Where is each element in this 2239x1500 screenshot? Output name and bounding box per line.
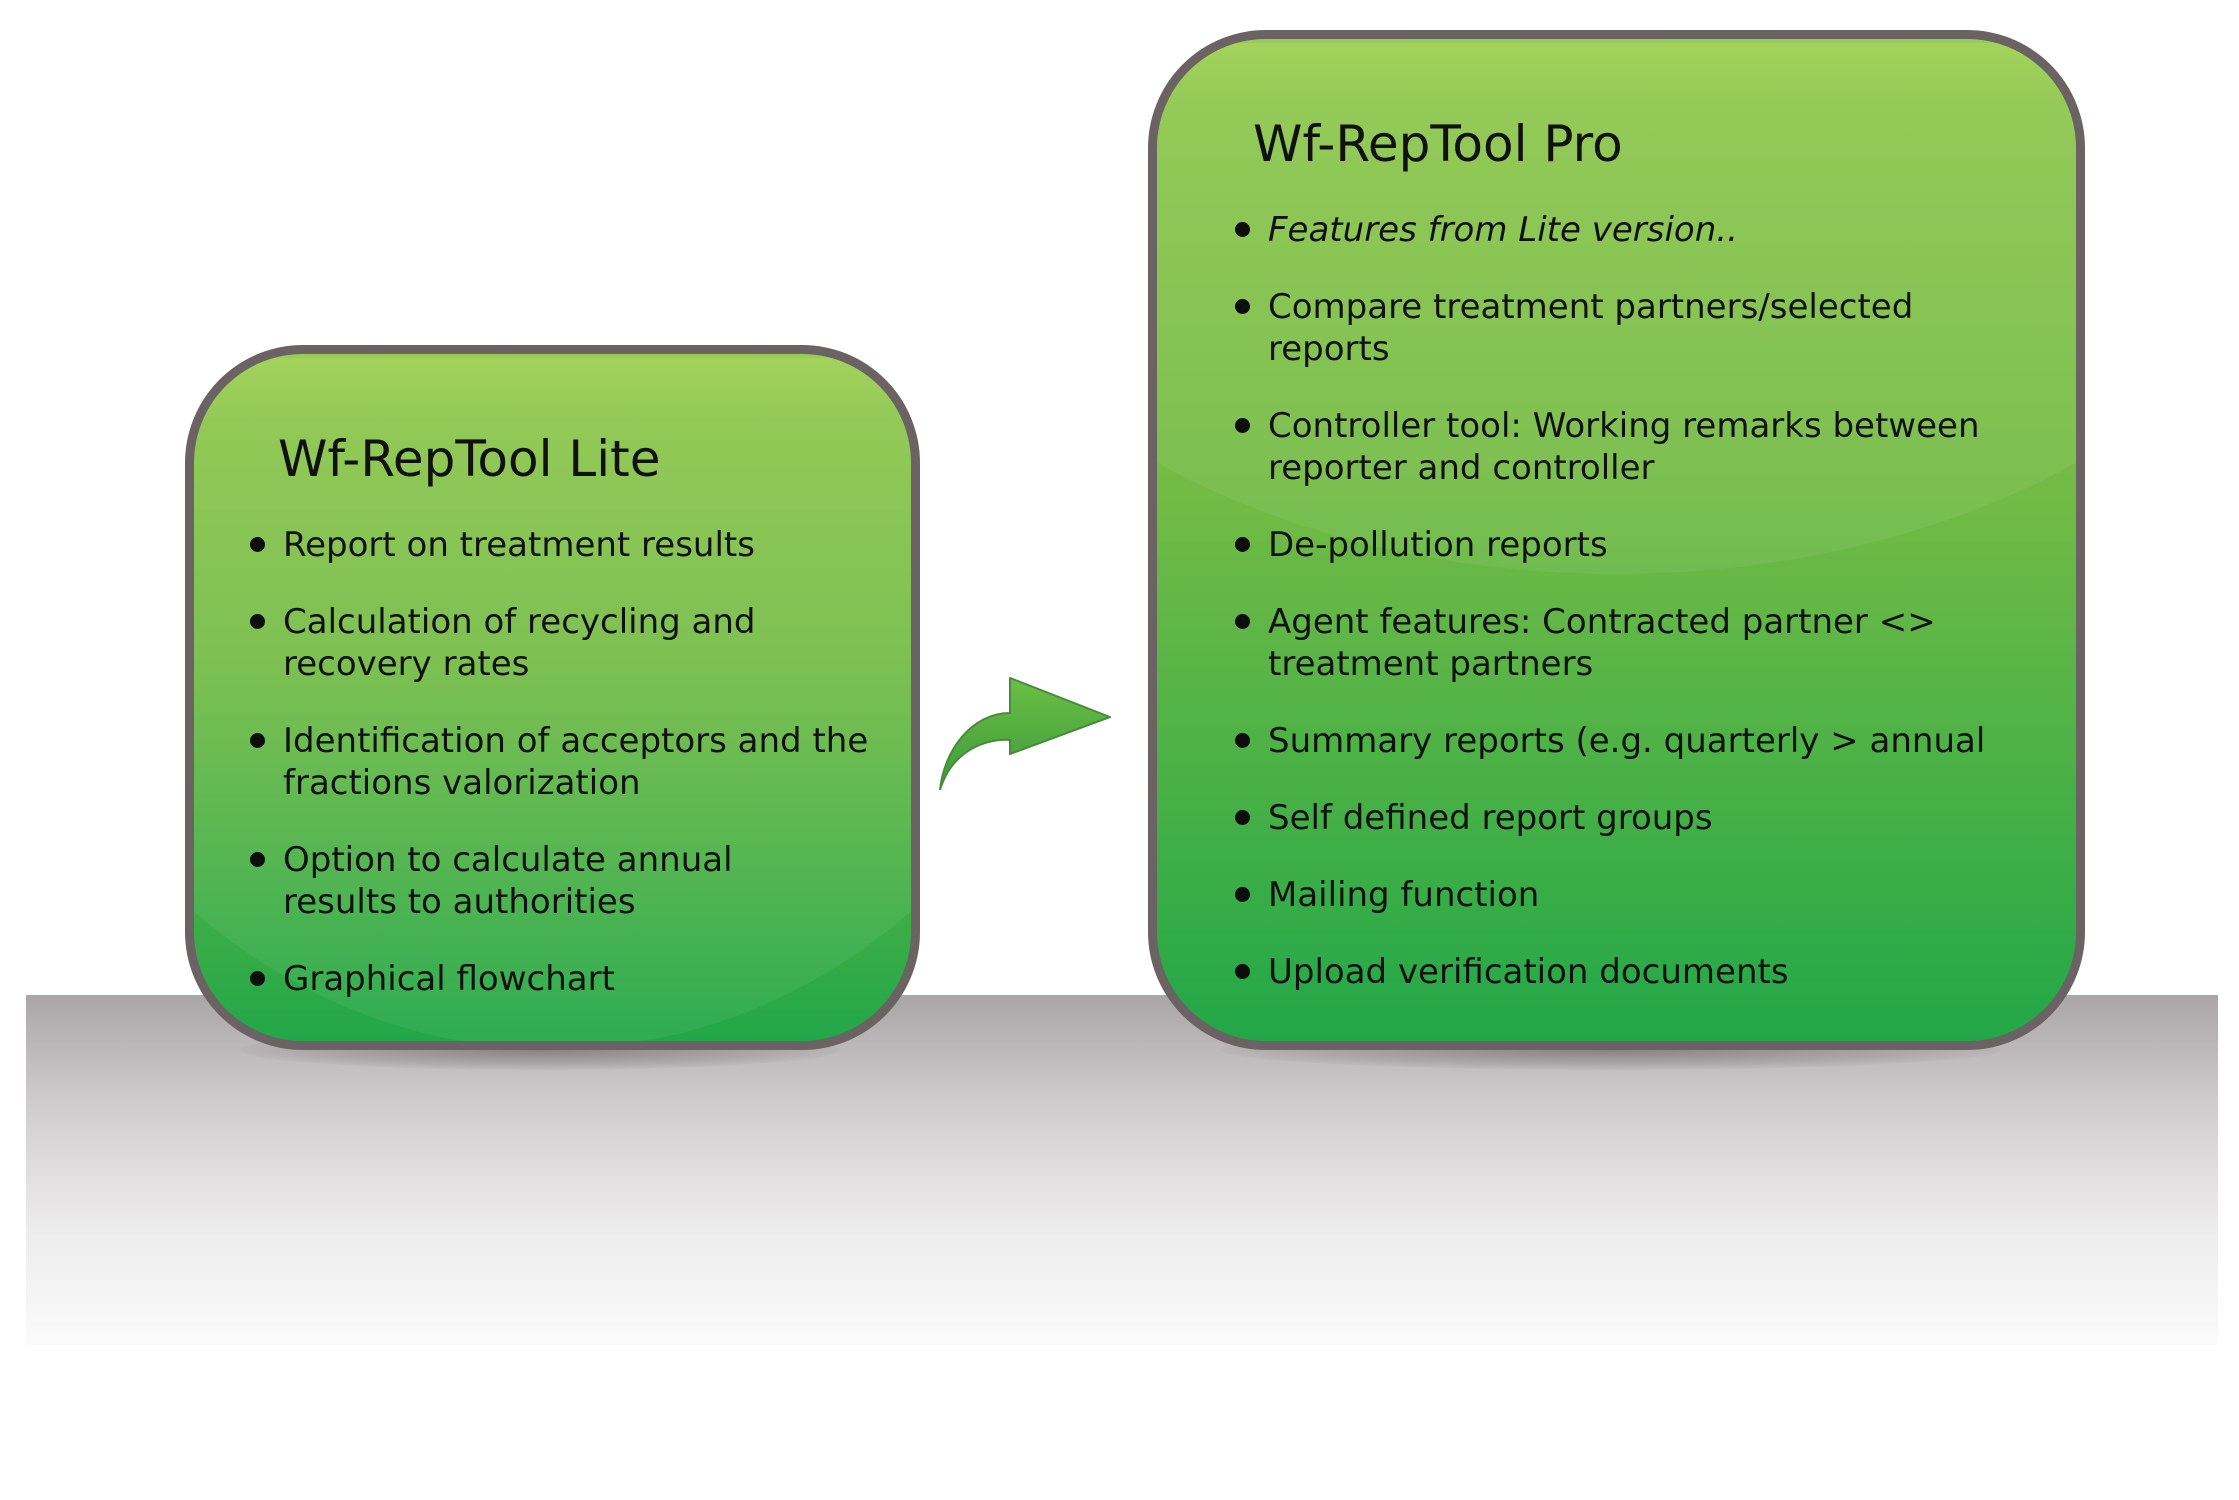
pro-feature-item: Controller tool: Working remarks between… bbox=[1235, 405, 2076, 489]
pro-feature-text: Agent features: Contracted partner <> tr… bbox=[1268, 602, 1936, 684]
bullet-icon bbox=[250, 971, 265, 986]
lite-feature-item: Graphical flowchart bbox=[250, 958, 900, 1000]
bullet-icon bbox=[250, 614, 265, 629]
bullet-icon bbox=[1235, 614, 1250, 629]
curved-right-arrow-icon bbox=[939, 677, 1111, 790]
bullet-icon bbox=[1235, 810, 1250, 825]
pro-feature-list: Features from Lite version.. Compare tre… bbox=[1235, 209, 2076, 1028]
pro-feature-text: Summary reports (e.g. quarterly > annual bbox=[1268, 721, 1986, 761]
lite-feature-item: Calculation of recycling and recovery ra… bbox=[250, 601, 803, 685]
bullet-icon bbox=[250, 537, 265, 552]
bullet-icon bbox=[1235, 537, 1250, 552]
lite-feature-text: Option to calculate annual results to au… bbox=[283, 840, 733, 922]
pro-title: Wf-RepTool Pro bbox=[1253, 115, 1623, 173]
pro-feature-item: Features from Lite version.. bbox=[1235, 209, 2076, 251]
lite-box-glow bbox=[200, 358, 905, 418]
lite-feature-text: Calculation of recycling and recovery ra… bbox=[283, 602, 756, 684]
bullet-icon bbox=[250, 733, 265, 748]
pro-feature-item: Upload verification documents bbox=[1235, 951, 2076, 993]
lite-feature-item: Report on treatment results bbox=[250, 524, 900, 566]
lite-feature-list: Report on treatment results Calculation … bbox=[250, 524, 900, 1035]
bullet-icon bbox=[250, 852, 265, 867]
bullet-icon bbox=[1235, 887, 1250, 902]
lite-title: Wf-RepTool Lite bbox=[278, 430, 661, 488]
pro-feature-item: Mailing function bbox=[1235, 874, 2076, 916]
bullet-icon bbox=[1235, 733, 1250, 748]
lite-feature-item: Option to calculate annual results to au… bbox=[250, 839, 803, 923]
pro-box-glow bbox=[1163, 43, 2070, 103]
pro-feature-item: Compare treatment partners/selected repo… bbox=[1235, 286, 1988, 370]
bullet-icon bbox=[1235, 418, 1250, 433]
lite-feature-item: Identification of acceptors and the frac… bbox=[250, 720, 883, 804]
bullet-icon bbox=[1235, 222, 1250, 237]
pro-feature-text: Controller tool: Working remarks between… bbox=[1268, 406, 1980, 488]
pro-feature-item: Summary reports (e.g. quarterly > annual bbox=[1235, 720, 2076, 762]
arrow-shape bbox=[939, 677, 1111, 790]
lite-feature-text: Identification of acceptors and the frac… bbox=[283, 721, 869, 803]
pro-feature-text: Upload verification documents bbox=[1268, 952, 1789, 992]
pro-feature-item: Agent features: Contracted partner <> tr… bbox=[1235, 601, 2048, 685]
pro-box: Wf-RepTool Pro Features from Lite versio… bbox=[1148, 30, 2085, 1050]
pro-feature-text: Features from Lite version.. bbox=[1268, 210, 1738, 250]
bullet-icon bbox=[1235, 964, 1250, 979]
pro-feature-text: Self defined report groups bbox=[1268, 798, 1713, 838]
pro-feature-text: De-pollution reports bbox=[1268, 525, 1608, 565]
bullet-icon bbox=[1235, 299, 1250, 314]
lite-feature-text: Report on treatment results bbox=[283, 525, 755, 565]
lite-feature-text: Graphical flowchart bbox=[283, 959, 615, 999]
pro-feature-text: Mailing function bbox=[1268, 875, 1540, 915]
pro-feature-item: Self defined report groups bbox=[1235, 797, 2076, 839]
pro-feature-item: De-pollution reports bbox=[1235, 524, 2076, 566]
lite-box: Wf-RepTool Lite Report on treatment resu… bbox=[185, 345, 920, 1050]
pro-feature-text: Compare treatment partners/selected repo… bbox=[1268, 287, 1914, 369]
